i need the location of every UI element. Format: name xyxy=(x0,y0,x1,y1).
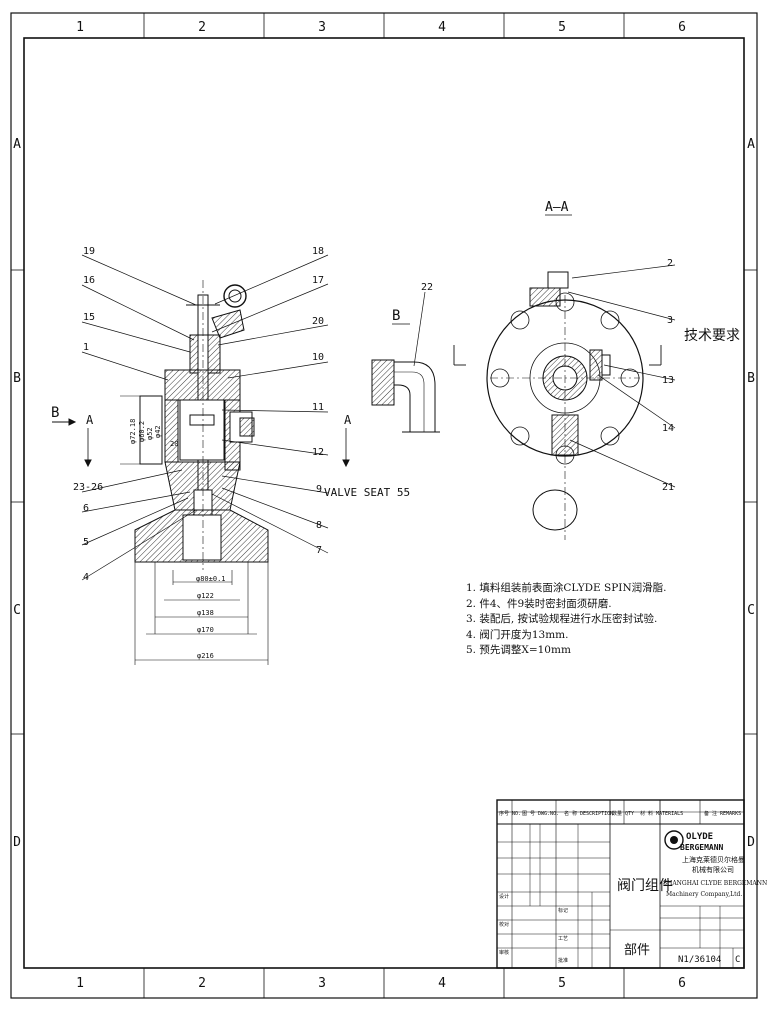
tb-header-remarks: 备 注 REMARKS xyxy=(704,810,741,817)
dim-v5: 20 xyxy=(170,440,178,448)
section-label: A—A xyxy=(545,200,569,215)
dim-d80: φ80±0.1 xyxy=(196,575,226,583)
company-logo xyxy=(664,830,684,850)
dim-v3: φ52 xyxy=(146,427,154,440)
callout-17: 17 xyxy=(312,275,324,286)
note-1: 1. 填料组装前表面涂CLYDE SPIN润滑脂. xyxy=(466,582,667,594)
dim-d138: φ138 xyxy=(197,609,214,617)
zone-col-3-top: 3 xyxy=(318,20,326,35)
callout-19: 19 xyxy=(83,246,95,257)
zone-col-1-top: 1 xyxy=(76,20,84,35)
zone-col-4-top: 4 xyxy=(438,20,446,35)
valve-seat-label: VALVE SEAT 55 xyxy=(324,486,410,499)
technical-notes: 1. 填料组装前表面涂CLYDE SPIN润滑脂. 2. 件4、件9装时密封面须… xyxy=(466,581,746,659)
sheet-size: C xyxy=(735,955,740,965)
callout-21: 21 xyxy=(662,482,674,493)
callout-15: 15 xyxy=(83,312,95,323)
dim-d216: φ216 xyxy=(197,652,214,660)
tb-header-materials: 材 料 MATERIALS xyxy=(640,810,683,817)
callout-13: 13 xyxy=(662,375,674,386)
view-b-label: B xyxy=(392,308,400,324)
note-4: 4. 阀门开度为13mm. xyxy=(466,628,569,641)
tb-row-label-review: 审核 xyxy=(499,949,509,956)
callout-9: 9 xyxy=(316,484,322,495)
zone-col-1-bottom: 1 xyxy=(76,976,84,991)
callout-20: 20 xyxy=(312,316,324,327)
dim-v2: φ60.2 xyxy=(138,421,146,442)
zone-col-4-bottom: 4 xyxy=(438,976,446,991)
zone-row-c-right: C xyxy=(747,603,755,618)
part-name: 阀门组件 xyxy=(617,878,673,894)
zone-row-a-right: A xyxy=(747,137,755,152)
callout-7: 7 xyxy=(316,545,322,556)
zone-row-c-left: C xyxy=(13,603,21,618)
callout-22: 22 xyxy=(421,282,433,293)
callout-14: 14 xyxy=(662,423,674,434)
callout-6: 6 xyxy=(83,503,89,514)
section-a-a-view xyxy=(453,214,662,540)
company-en-line-1: SHANGHAI CLYDE BERGEMANN xyxy=(663,880,767,887)
part-type: 部件 xyxy=(624,943,650,958)
cut-a-right: A xyxy=(344,413,352,427)
callout-3: 3 xyxy=(667,315,673,326)
tech-requirements-title: 技术要求 xyxy=(684,328,740,344)
note-2: 2. 件4、件9装时密封面须研磨. xyxy=(466,597,612,610)
note-3: 3. 装配后, 按试验规程进行水压密封试验. xyxy=(466,613,658,625)
title-block xyxy=(496,799,745,969)
company-cn-line-2: 机械有限公司 xyxy=(692,865,734,874)
zone-row-a-left: A xyxy=(13,137,21,152)
tb-header-dwg: 图 号 DWG.NO. xyxy=(522,811,559,817)
zone-col-2-bottom: 2 xyxy=(198,976,206,991)
company-logo-bottom: BERGEMANN xyxy=(680,843,724,852)
callout-10: 10 xyxy=(312,352,324,363)
callout-2: 2 xyxy=(667,258,673,269)
tb-row-label-design: 设计 xyxy=(499,893,509,900)
zone-col-2-top: 2 xyxy=(198,20,206,35)
tb-row-label-mark: 标记 xyxy=(558,907,568,914)
callout-5: 5 xyxy=(83,537,89,548)
callout-11: 11 xyxy=(312,402,324,413)
valve-assembly-view xyxy=(52,280,350,665)
company-logo-top: OLYDE xyxy=(686,832,713,842)
zone-dividers xyxy=(11,13,757,998)
zone-col-6-top: 6 xyxy=(678,20,686,35)
callout-8: 8 xyxy=(316,520,322,531)
leader-lines-left xyxy=(81,254,197,581)
callout-23-26: 23-26 xyxy=(73,482,103,493)
zone-row-b-left: B xyxy=(13,371,21,386)
callout-12: 12 xyxy=(312,447,324,458)
zone-col-3-bottom: 3 xyxy=(318,976,326,991)
leader-lines-right xyxy=(211,254,329,554)
zone-row-b-right: B xyxy=(747,371,755,386)
callout-4: 4 xyxy=(83,572,89,583)
company-cn-line-1: 上海克莱德贝尔格曼 xyxy=(682,855,745,864)
outer-frame xyxy=(10,12,758,999)
callout-18: 18 xyxy=(312,246,324,257)
zone-row-d-right: D xyxy=(747,835,755,850)
zone-col-5-bottom: 5 xyxy=(558,976,566,991)
callout-16: 16 xyxy=(83,275,95,286)
view-arrow-b: B xyxy=(51,405,59,421)
dim-v1: φ72.18 xyxy=(129,419,137,444)
zone-col-6-bottom: 6 xyxy=(678,976,686,991)
zone-row-d-left: D xyxy=(13,835,21,850)
tb-row-label-process: 工艺 xyxy=(558,936,568,942)
tb-header-qty: 数量 QTY xyxy=(612,810,634,817)
leader-lines-section xyxy=(567,264,676,488)
dim-d122: φ122 xyxy=(197,592,214,600)
tb-row-label-check: 校对 xyxy=(499,921,509,928)
view-b-fitting xyxy=(371,291,440,433)
company-en-line-2: Machinery Company,Ltd. xyxy=(666,891,742,898)
tb-header-no: 序号 NO. xyxy=(499,810,521,817)
drawing-number: N1/36104 xyxy=(678,955,721,965)
dim-v4: φ42 xyxy=(154,425,162,438)
tb-row-label-approve: 批准 xyxy=(558,957,568,964)
tb-header-desc: 名 称 DESCRIPTION xyxy=(564,810,613,817)
callout-1: 1 xyxy=(83,342,89,353)
note-5: 5. 预先调整X=10mm xyxy=(466,644,571,656)
zone-col-5-top: 5 xyxy=(558,20,566,35)
cut-a-left: A xyxy=(86,413,94,427)
dim-d170: φ170 xyxy=(197,626,214,634)
